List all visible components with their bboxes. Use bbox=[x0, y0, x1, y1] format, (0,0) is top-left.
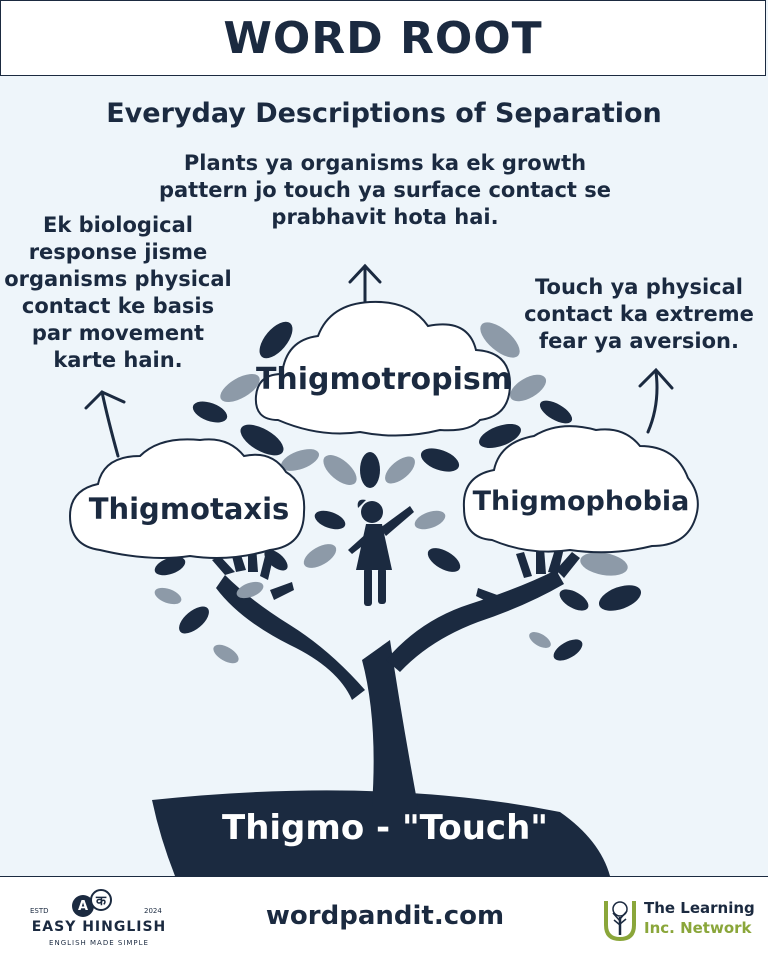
left-hand-icon bbox=[212, 546, 365, 700]
leaf-icon bbox=[360, 452, 380, 488]
description-thigmotaxis: Ek biological response jisme organisms p… bbox=[4, 213, 232, 372]
ground-shape bbox=[152, 790, 610, 876]
leaf-icon bbox=[192, 401, 228, 423]
child-icon bbox=[348, 499, 414, 606]
leaf-icon bbox=[323, 455, 357, 485]
footer: A क ESTD 2024 EASY HINGLISH ENGLISH MADE… bbox=[0, 876, 768, 961]
leaf-icon bbox=[479, 423, 521, 449]
leaf-icon bbox=[414, 510, 446, 530]
leaf-icon bbox=[539, 400, 573, 424]
leaf-icon bbox=[259, 321, 293, 359]
up-arrow-icon bbox=[84, 390, 126, 458]
leaf-icon bbox=[559, 589, 589, 611]
term-thigmotaxis: Thigmotaxis bbox=[88, 492, 290, 526]
root-meaning: Thigmo - "Touch" bbox=[222, 808, 548, 848]
brand-tagline: ENGLISH MADE SIMPLE bbox=[49, 939, 149, 947]
leaf-icon bbox=[385, 456, 415, 484]
learning-inc-logo[interactable]: The Learning Inc. Network bbox=[600, 895, 760, 945]
description-thigmophobia: Touch ya physical contact ka extreme fea… bbox=[524, 275, 754, 353]
leaf-icon bbox=[213, 644, 239, 664]
up-arrow-icon bbox=[638, 367, 674, 434]
leaf-icon bbox=[154, 556, 186, 576]
year-label: 2024 bbox=[144, 907, 162, 915]
tree-logo-icon bbox=[604, 901, 636, 942]
leaf-cluster bbox=[154, 321, 642, 664]
leaf-icon bbox=[220, 374, 260, 402]
leaf-icon bbox=[420, 448, 460, 472]
leaf-icon bbox=[280, 449, 320, 471]
header-banner: WORD ROOT bbox=[0, 0, 766, 76]
leaf-icon bbox=[580, 552, 628, 576]
leaf-icon bbox=[314, 510, 346, 530]
leaf-icon bbox=[598, 585, 642, 611]
leaf-icon bbox=[509, 374, 547, 402]
leaf-icon bbox=[427, 548, 461, 572]
cloud-icon bbox=[462, 425, 699, 554]
leaf-icon bbox=[154, 587, 182, 605]
page-title: WORD ROOT bbox=[223, 12, 543, 64]
website-link[interactable]: wordpandit.com bbox=[265, 901, 505, 931]
learning-line1: The Learning bbox=[644, 899, 755, 917]
learning-line2: Inc. Network bbox=[644, 919, 752, 937]
leaf-icon bbox=[240, 424, 284, 456]
description-thigmotropism: Plants ya organisms ka ek growth pattern… bbox=[158, 151, 612, 229]
brand-name: EASY HINGLISH bbox=[31, 919, 167, 935]
leaf-icon bbox=[264, 549, 288, 571]
leaf-icon bbox=[303, 544, 337, 568]
estd-label: ESTD bbox=[30, 907, 49, 915]
speech-bubble-icon: क bbox=[90, 889, 112, 911]
leaf-icon bbox=[553, 639, 583, 661]
cloud-icon bbox=[68, 438, 306, 559]
tree-trunk bbox=[362, 640, 418, 806]
easy-hinglish-logo[interactable]: A क ESTD 2024 EASY HINGLISH ENGLISH MADE… bbox=[24, 889, 174, 955]
leaf-icon bbox=[179, 606, 209, 634]
leaf-icon bbox=[480, 322, 520, 358]
leaf-icon bbox=[236, 581, 264, 599]
term-thigmophobia: Thigmophobia bbox=[472, 486, 690, 517]
right-hand-icon bbox=[386, 546, 580, 672]
speech-bubble-icon: A bbox=[72, 895, 94, 917]
term-thigmotropism: Thigmotropism bbox=[255, 362, 513, 397]
leaf-icon bbox=[529, 632, 551, 648]
cloud-icon bbox=[254, 300, 512, 437]
subtitle: Everyday Descriptions of Separation bbox=[106, 98, 662, 129]
